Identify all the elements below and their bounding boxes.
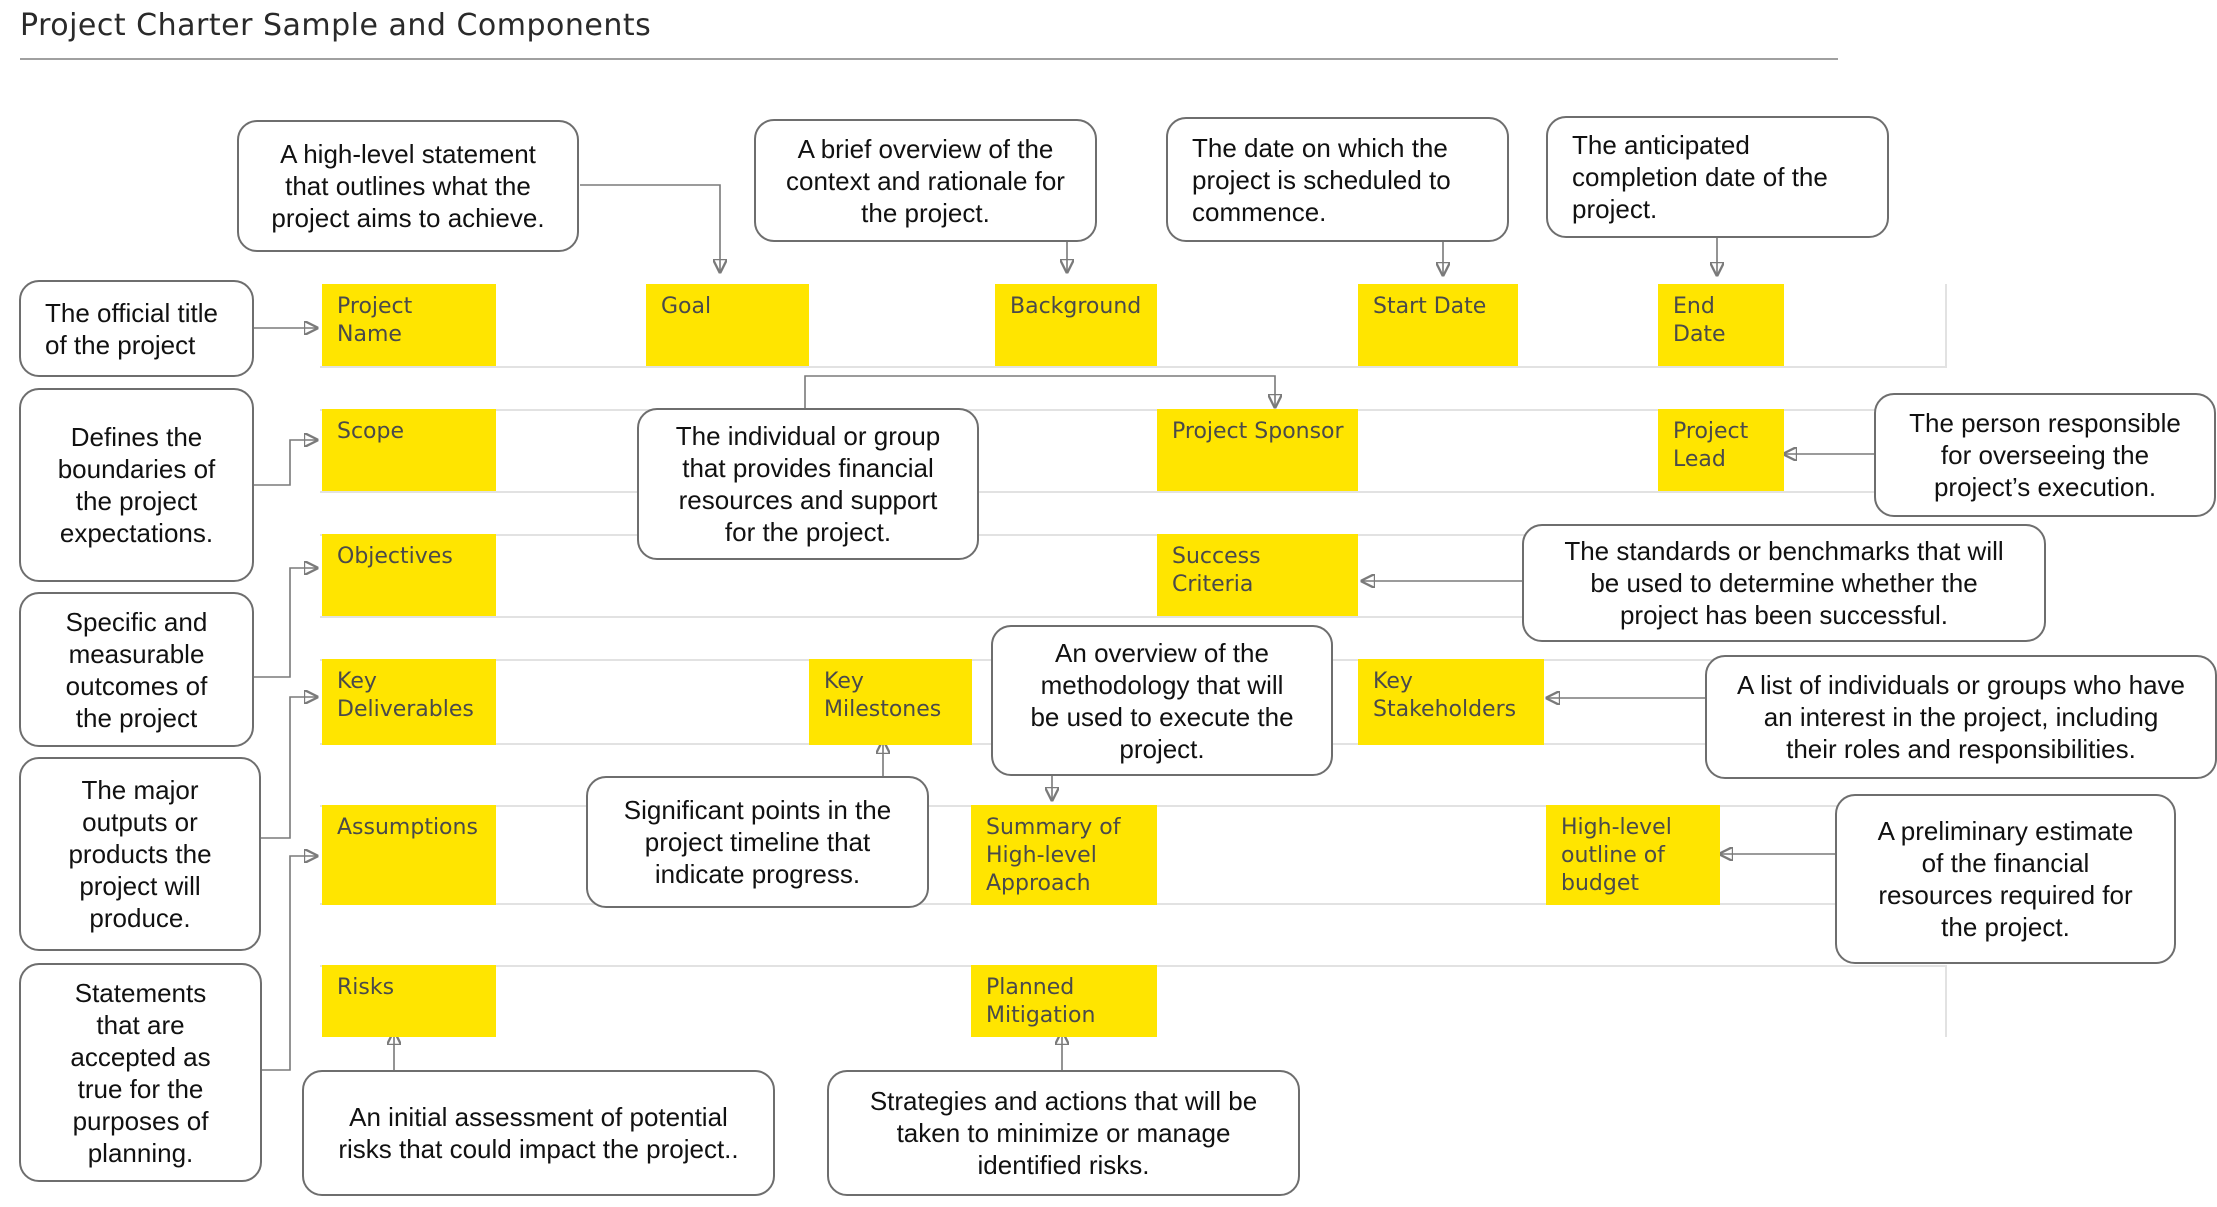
connector-scope: [254, 440, 317, 486]
component-key-stakeholders: Key Stakeholders: [1358, 659, 1544, 745]
component-goal: Goal: [646, 284, 809, 366]
callout-project-sponsor: The individual or group that provides fi…: [637, 408, 979, 560]
component-summary-approach: Summary of High-level Approach: [971, 805, 1157, 905]
component-planned-mitigation: Planned Mitigation: [971, 965, 1157, 1037]
component-background: Background: [995, 284, 1157, 366]
callout-key-milestones: Significant points in the project timeli…: [586, 776, 929, 908]
page-title: Project Charter Sample and Components: [20, 8, 652, 43]
component-label: End Date: [1673, 294, 1726, 347]
connector-objectives: [254, 568, 317, 678]
component-project-sponsor: Project Sponsor: [1157, 409, 1358, 491]
connector-assumptions: [262, 856, 317, 1071]
component-label: Project Lead: [1673, 419, 1749, 472]
connector-goal: [580, 184, 720, 272]
title-divider: [20, 58, 1838, 60]
component-project-lead: Project Lead: [1658, 409, 1784, 491]
component-label: Background: [1010, 294, 1142, 319]
component-label: Key Deliverables: [337, 669, 474, 722]
component-success-criteria: Success Criteria: [1157, 534, 1358, 616]
callout-scope: Defines the boundaries of the project ex…: [19, 388, 254, 582]
component-end-date: End Date: [1658, 284, 1784, 366]
component-objectives: Objectives: [322, 534, 496, 616]
row-band-1: [320, 284, 1947, 368]
callout-budget: A preliminary estimate of the financial …: [1835, 794, 2176, 964]
callout-key-deliverables: The major outputs or products the projec…: [19, 757, 261, 951]
callout-key-stakeholders: A list of individuals or groups who have…: [1705, 655, 2217, 779]
component-label: Goal: [661, 294, 712, 319]
component-label: High-level outline of budget: [1561, 815, 1672, 896]
callout-start-date: The date on which the project is schedul…: [1166, 117, 1509, 242]
callout-assumptions: Statements that are accepted as true for…: [19, 963, 262, 1182]
component-label: Key Stakeholders: [1373, 669, 1517, 722]
component-project-name: Project Name: [322, 284, 496, 366]
component-key-deliverables: Key Deliverables: [322, 659, 496, 745]
component-risks: Risks: [322, 965, 496, 1037]
component-label: Start Date: [1373, 294, 1487, 319]
component-label: Risks: [337, 975, 395, 1000]
component-label: Project Name: [337, 294, 413, 347]
callout-project-name: The official title of the project: [19, 280, 254, 377]
callout-end-date: The anticipated completion date of the p…: [1546, 116, 1889, 238]
callout-background: A brief overview of the context and rati…: [754, 119, 1097, 242]
component-label: Planned Mitigation: [986, 975, 1096, 1028]
component-assumptions: Assumptions: [322, 805, 496, 905]
component-start-date: Start Date: [1358, 284, 1518, 366]
callout-goal: A high-level statement that outlines wha…: [237, 120, 579, 252]
connector-key-deliverables: [254, 697, 317, 839]
component-label: Summary of High-level Approach: [986, 815, 1121, 896]
callout-success-criteria: The standards or benchmarks that will be…: [1522, 524, 2046, 642]
callout-summary-approach: An overview of the methodology that will…: [991, 625, 1333, 776]
component-label: Project Sponsor: [1172, 419, 1344, 444]
component-label: Success Criteria: [1172, 544, 1261, 597]
callout-planned-mitigation: Strategies and actions that will be take…: [827, 1070, 1300, 1196]
component-budget: High-level outline of budget: [1546, 805, 1720, 905]
component-label: Assumptions: [337, 815, 478, 840]
component-label: Objectives: [337, 544, 453, 569]
component-key-milestones: Key Milestones: [809, 659, 972, 745]
component-label: Key Milestones: [824, 669, 942, 722]
component-label: Scope: [337, 419, 405, 444]
callout-project-lead: The person responsible for overseeing th…: [1874, 393, 2216, 517]
connector-project-sponsor: [804, 375, 1275, 408]
component-scope: Scope: [322, 409, 496, 491]
callout-objectives: Specific and measurable outcomes of the …: [19, 592, 254, 747]
callout-risks: An initial assessment of potential risks…: [302, 1070, 775, 1196]
